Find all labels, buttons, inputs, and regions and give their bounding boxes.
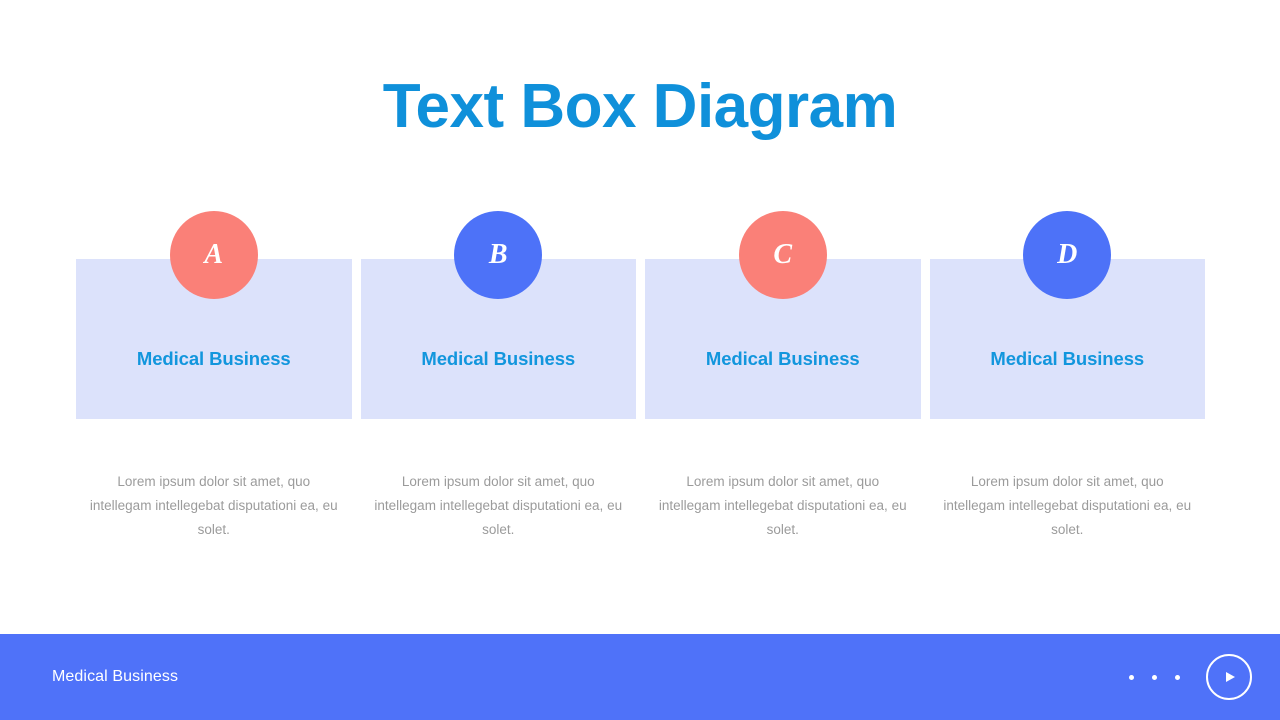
card-description: Lorem ipsum dolor sit amet, quo intelleg… <box>658 474 907 537</box>
card-item[interactable]: A Medical Business <box>76 211 352 419</box>
description-row: Lorem ipsum dolor sit amet, quo intelleg… <box>76 470 1205 542</box>
badge-letter: D <box>1057 239 1078 270</box>
page-title: Text Box Diagram <box>382 72 898 141</box>
card-description: Lorem ipsum dolor sit amet, quo intelleg… <box>374 474 623 537</box>
card-description: Lorem ipsum dolor sit amet, quo intelleg… <box>943 474 1192 537</box>
card-row: A Medical Business B Medical Business C … <box>76 211 1205 419</box>
footer-label: Medical Business <box>52 668 179 685</box>
badge-circle-c: C <box>738 211 827 299</box>
footer-controls <box>1129 654 1252 700</box>
pagination-dots[interactable] <box>1129 674 1180 680</box>
badge-circle-d: D <box>1023 211 1112 299</box>
card-item[interactable]: C Medical Business <box>645 211 921 419</box>
next-slide-button[interactable] <box>1206 654 1252 700</box>
card-item[interactable]: B Medical Business <box>360 211 636 419</box>
badge-circle-a: A <box>169 211 258 299</box>
badge-circle-b: B <box>454 211 543 299</box>
play-icon <box>1226 672 1235 682</box>
card-heading: Medical Business <box>136 348 291 369</box>
pagination-dot[interactable] <box>1175 674 1180 680</box>
badge-letter: A <box>204 239 224 270</box>
card-heading: Medical Business <box>421 348 576 369</box>
footer-bar: Medical Business <box>0 634 1280 720</box>
badge-letter: B <box>488 239 508 270</box>
card-heading: Medical Business <box>990 348 1145 369</box>
card-heading: Medical Business <box>705 348 860 369</box>
card-description: Lorem ipsum dolor sit amet, quo intelleg… <box>89 474 338 537</box>
badge-letter: C <box>773 239 793 270</box>
card-item[interactable]: D Medical Business <box>929 211 1205 419</box>
pagination-dot[interactable] <box>1129 674 1134 680</box>
pagination-dot[interactable] <box>1152 674 1157 680</box>
